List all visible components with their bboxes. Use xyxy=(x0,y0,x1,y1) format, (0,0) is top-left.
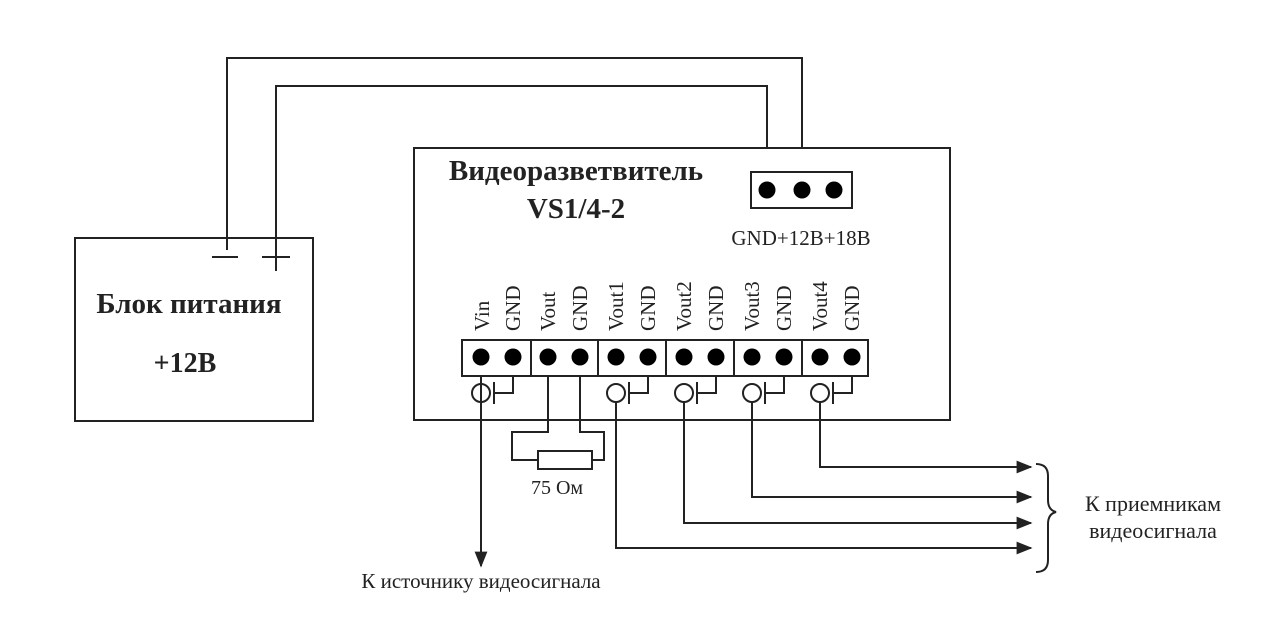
output-cable-vout4 xyxy=(819,402,1033,474)
power-terminal-screws xyxy=(758,181,843,199)
source-label: К источнику видеосигнала xyxy=(361,569,601,593)
wire-gnd xyxy=(226,57,803,250)
label-vout2: Vout2 xyxy=(672,281,696,331)
output-cable-vout1 xyxy=(615,402,1033,555)
label-vout3: Vout3 xyxy=(740,281,764,331)
power-supply-title: Блок питания xyxy=(96,288,281,320)
power-supply-voltage: +12В xyxy=(154,348,217,379)
terminal-gnd-screw xyxy=(758,181,776,199)
resistor-label: 75 Ом xyxy=(531,477,583,499)
terminal-12v-screw xyxy=(793,181,811,199)
label-gnd-1: GND xyxy=(501,286,525,332)
power-supply-box xyxy=(74,237,314,422)
resistor-wire-right xyxy=(579,376,605,461)
label-gnd-4: GND xyxy=(704,286,728,332)
resistor-wire-left xyxy=(511,376,549,461)
label-gnd-2: GND xyxy=(568,286,592,332)
output-cables xyxy=(615,402,1033,555)
terminal-18v-screw xyxy=(825,181,843,199)
label-vout1: Vout1 xyxy=(604,281,628,331)
receivers-brace xyxy=(1035,463,1057,573)
coax-connector-vout1 xyxy=(606,376,649,404)
splitter-model: VS1/4-2 xyxy=(527,193,625,225)
power-terminal-label: GND+12В+18В xyxy=(731,226,870,250)
label-vout: Vout xyxy=(536,292,560,331)
resistor-75-ohm xyxy=(537,450,593,470)
label-gnd-3: GND xyxy=(636,286,660,332)
signal-terminal-blocks xyxy=(461,339,869,377)
label-gnd-5: GND xyxy=(772,286,796,332)
label-vin: Vin xyxy=(470,300,494,331)
output-cable-vout3 xyxy=(751,402,1033,504)
terminal-labels: Vin GND Vout GND Vout1 GND Vout2 GND Vou… xyxy=(470,281,864,331)
label-gnd-6: GND xyxy=(840,286,864,332)
splitter-title: Видеоразветвитель xyxy=(449,155,703,187)
wire-plus-12v xyxy=(275,85,768,243)
receivers-label-line-2: видеосигнала xyxy=(1089,518,1217,543)
label-vout4: Vout4 xyxy=(808,281,832,331)
output-cable-vout2 xyxy=(683,402,1033,530)
receivers-label-line-1: К приемникам xyxy=(1085,491,1221,516)
